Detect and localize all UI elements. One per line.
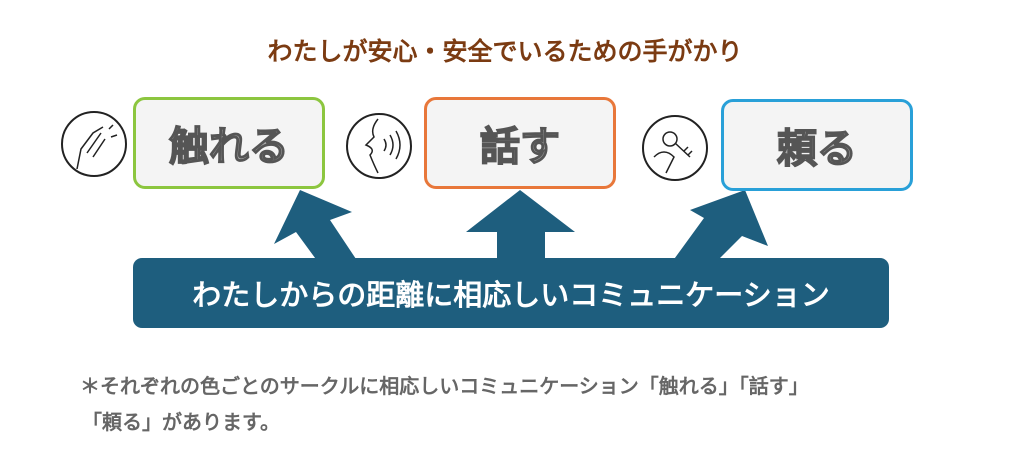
footnote-line-2: 「頼る」があります。 [82,410,280,434]
box-label: 話す [479,123,561,171]
speaking-face-icon [346,113,412,179]
banner-text: わたしからの距離に相応しいコミュニケーション [192,278,830,312]
arrow-left [274,190,358,262]
diagram-title: わたしが安心・安全でいるための手がかり [267,37,743,66]
box-label: 頼る [776,125,858,173]
hand-touch-icon [61,111,127,177]
box-touch: 触れる [133,97,325,189]
box-label: 触れる [168,123,290,171]
arrow-right [672,190,768,262]
arrow-middle [466,190,575,262]
footnote-line-1: ＊それぞれの色ごとのサークルに相応しいコミュニケーション「触れる」「話す」 [80,374,809,398]
key-hand-icon [642,115,708,181]
banner-background [133,258,889,328]
box-rely: 頼る [721,99,913,191]
box-talk: 話す [424,97,616,189]
